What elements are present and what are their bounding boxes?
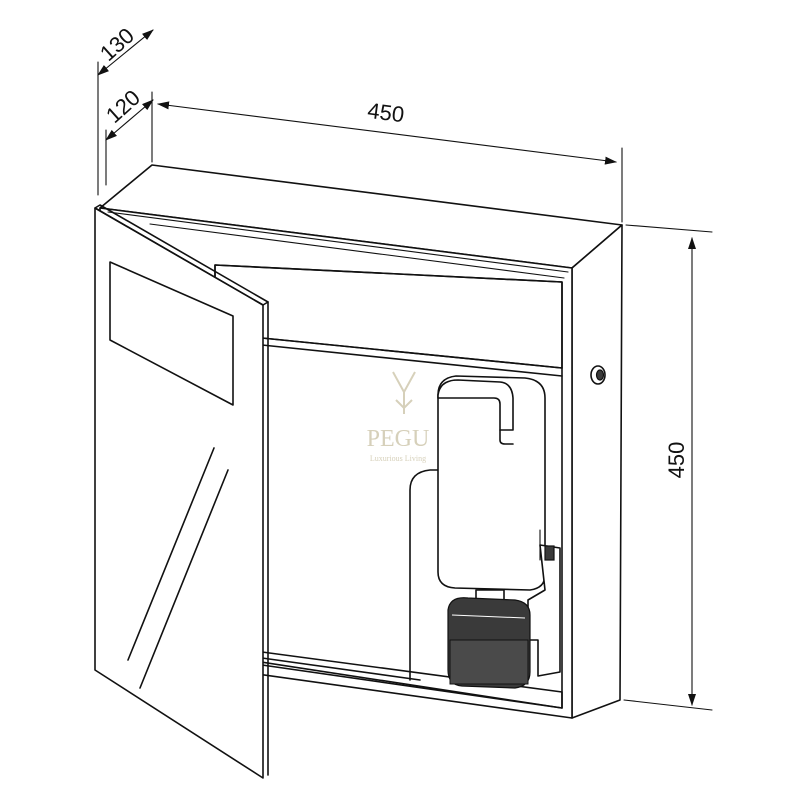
dimension-depth: 130 120	[95, 23, 154, 196]
watermark-tagline: Luxurious Living	[370, 454, 426, 463]
watermark-logo-icon	[392, 371, 416, 414]
floor-edge	[261, 657, 421, 681]
frame-line-2	[149, 223, 565, 279]
depth-outer-label: 130	[95, 23, 139, 66]
dimension-width: 450	[151, 91, 623, 223]
door-light-panel	[109, 261, 234, 406]
dispenser-reservoir	[437, 375, 546, 591]
ext-line-top	[625, 224, 713, 233]
dim-line-width	[157, 101, 617, 165]
dispenser-bracket	[527, 544, 561, 677]
height-label: 450	[664, 442, 689, 479]
watermark: PEGU Luxurious Living	[367, 371, 430, 463]
dim-line-depth-inner	[105, 99, 154, 141]
dispenser-lid-notch	[499, 429, 514, 445]
mirror-reflection-2	[139, 469, 229, 689]
dim-line-depth-outer	[97, 29, 154, 76]
lock-keyhole-icon	[595, 369, 605, 381]
depth-inner-label: 120	[101, 85, 145, 128]
door-panel	[94, 207, 264, 779]
dimension-height: 450	[623, 224, 713, 711]
cabinet-side	[571, 224, 623, 719]
shelf-edge-lower	[261, 344, 563, 377]
cartridge-highlight	[451, 614, 526, 619]
dispenser-lid	[437, 379, 514, 431]
watermark-brand: PEGU	[367, 426, 430, 452]
ext-line-bottom	[623, 699, 713, 711]
width-label: 450	[366, 98, 406, 127]
soap-dispenser	[437, 375, 561, 689]
mirror-reflection-1	[127, 447, 215, 661]
cartridge-base	[449, 639, 529, 685]
bracket-clip	[544, 545, 555, 561]
cabinet-door	[94, 204, 269, 779]
frame-line-1	[107, 211, 569, 273]
dispenser-backplate	[409, 469, 439, 681]
shelf-edge	[261, 337, 563, 369]
